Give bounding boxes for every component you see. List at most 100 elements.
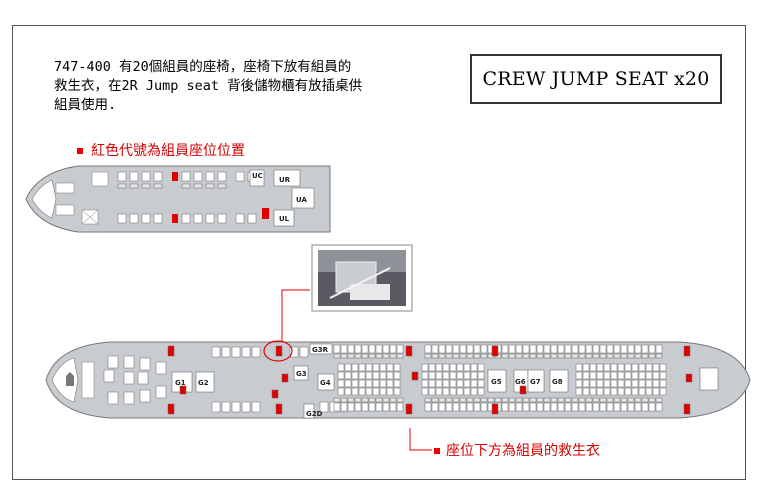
galley-label-g1: G1 [175,379,186,387]
seat [652,363,660,372]
seat [550,344,558,354]
seat [393,387,401,396]
seat [557,344,565,354]
seat [473,402,481,412]
seat [585,397,593,403]
seat [372,379,380,388]
seat [396,353,404,359]
seat [543,344,551,354]
seat [368,402,376,412]
seat [117,183,127,189]
seat [452,397,460,403]
first-class-seats [103,355,167,405]
seat [617,387,625,396]
seat [470,387,478,396]
seat [344,387,352,396]
seat [466,353,474,359]
seat [515,402,523,412]
seat [456,363,464,372]
seat [354,353,362,359]
seat [340,397,348,403]
seat [442,371,450,380]
seat [129,171,139,182]
seat [624,371,632,380]
galley-label-uc: UC [252,172,263,180]
seat [631,387,639,396]
seat [241,346,251,358]
seat [515,397,523,403]
seat [358,371,366,380]
seat [211,401,221,413]
galley-label-g7: G7 [530,378,541,386]
seat [281,373,289,383]
seat [354,397,362,403]
seat [659,379,667,388]
seat [610,363,618,372]
seat [564,353,572,359]
seat [466,397,474,403]
seat [585,344,593,354]
galley-label-ur: UR [279,176,291,184]
seat [372,387,380,396]
seat [638,387,646,396]
seat [211,346,221,358]
seat [333,402,341,412]
seat [449,363,457,372]
seat [396,344,404,354]
seat [624,363,632,372]
seat [515,353,523,359]
seat [333,397,341,403]
seat [571,344,579,354]
seat [522,344,530,354]
bottom-note-label: 座位下方為組員的救生衣 [446,443,600,459]
seat [379,371,387,380]
seat [351,363,359,372]
seat [685,373,693,383]
seat [389,353,397,359]
seat [247,213,257,224]
seat [655,344,663,354]
seat [358,379,366,388]
seat [648,344,656,354]
seat [522,402,530,412]
seat [424,402,432,412]
seat [435,387,443,396]
seat [452,402,460,412]
seat [442,379,450,388]
seat [652,379,660,388]
seat [375,397,383,403]
seat [431,344,439,354]
seat [456,379,464,388]
seat [319,401,329,413]
seat [550,402,558,412]
seat [344,371,352,380]
seat [641,397,649,403]
seat [217,171,227,182]
seat [641,353,649,359]
seat [459,397,467,403]
jump-seat-photo-callout [263,244,413,362]
seat [652,387,660,396]
seat [153,213,163,224]
seat [217,213,227,224]
seat [603,371,611,380]
seat [596,387,604,396]
seat [337,379,345,388]
seat [659,371,667,380]
galley-label-g5: G5 [491,378,502,386]
seat [466,402,474,412]
seat [627,344,635,354]
seat [645,363,653,372]
seat [634,353,642,359]
seat [648,402,656,412]
seat [501,397,509,403]
seat [337,363,345,372]
seat [683,345,691,357]
seat [529,397,537,403]
seat [652,371,660,380]
seat [550,353,558,359]
seat [606,353,614,359]
description-text: 747-400 有20個組員的座椅，座椅下放有組員的 救生衣，在2R Jump … [54,58,454,115]
seat [340,344,348,354]
